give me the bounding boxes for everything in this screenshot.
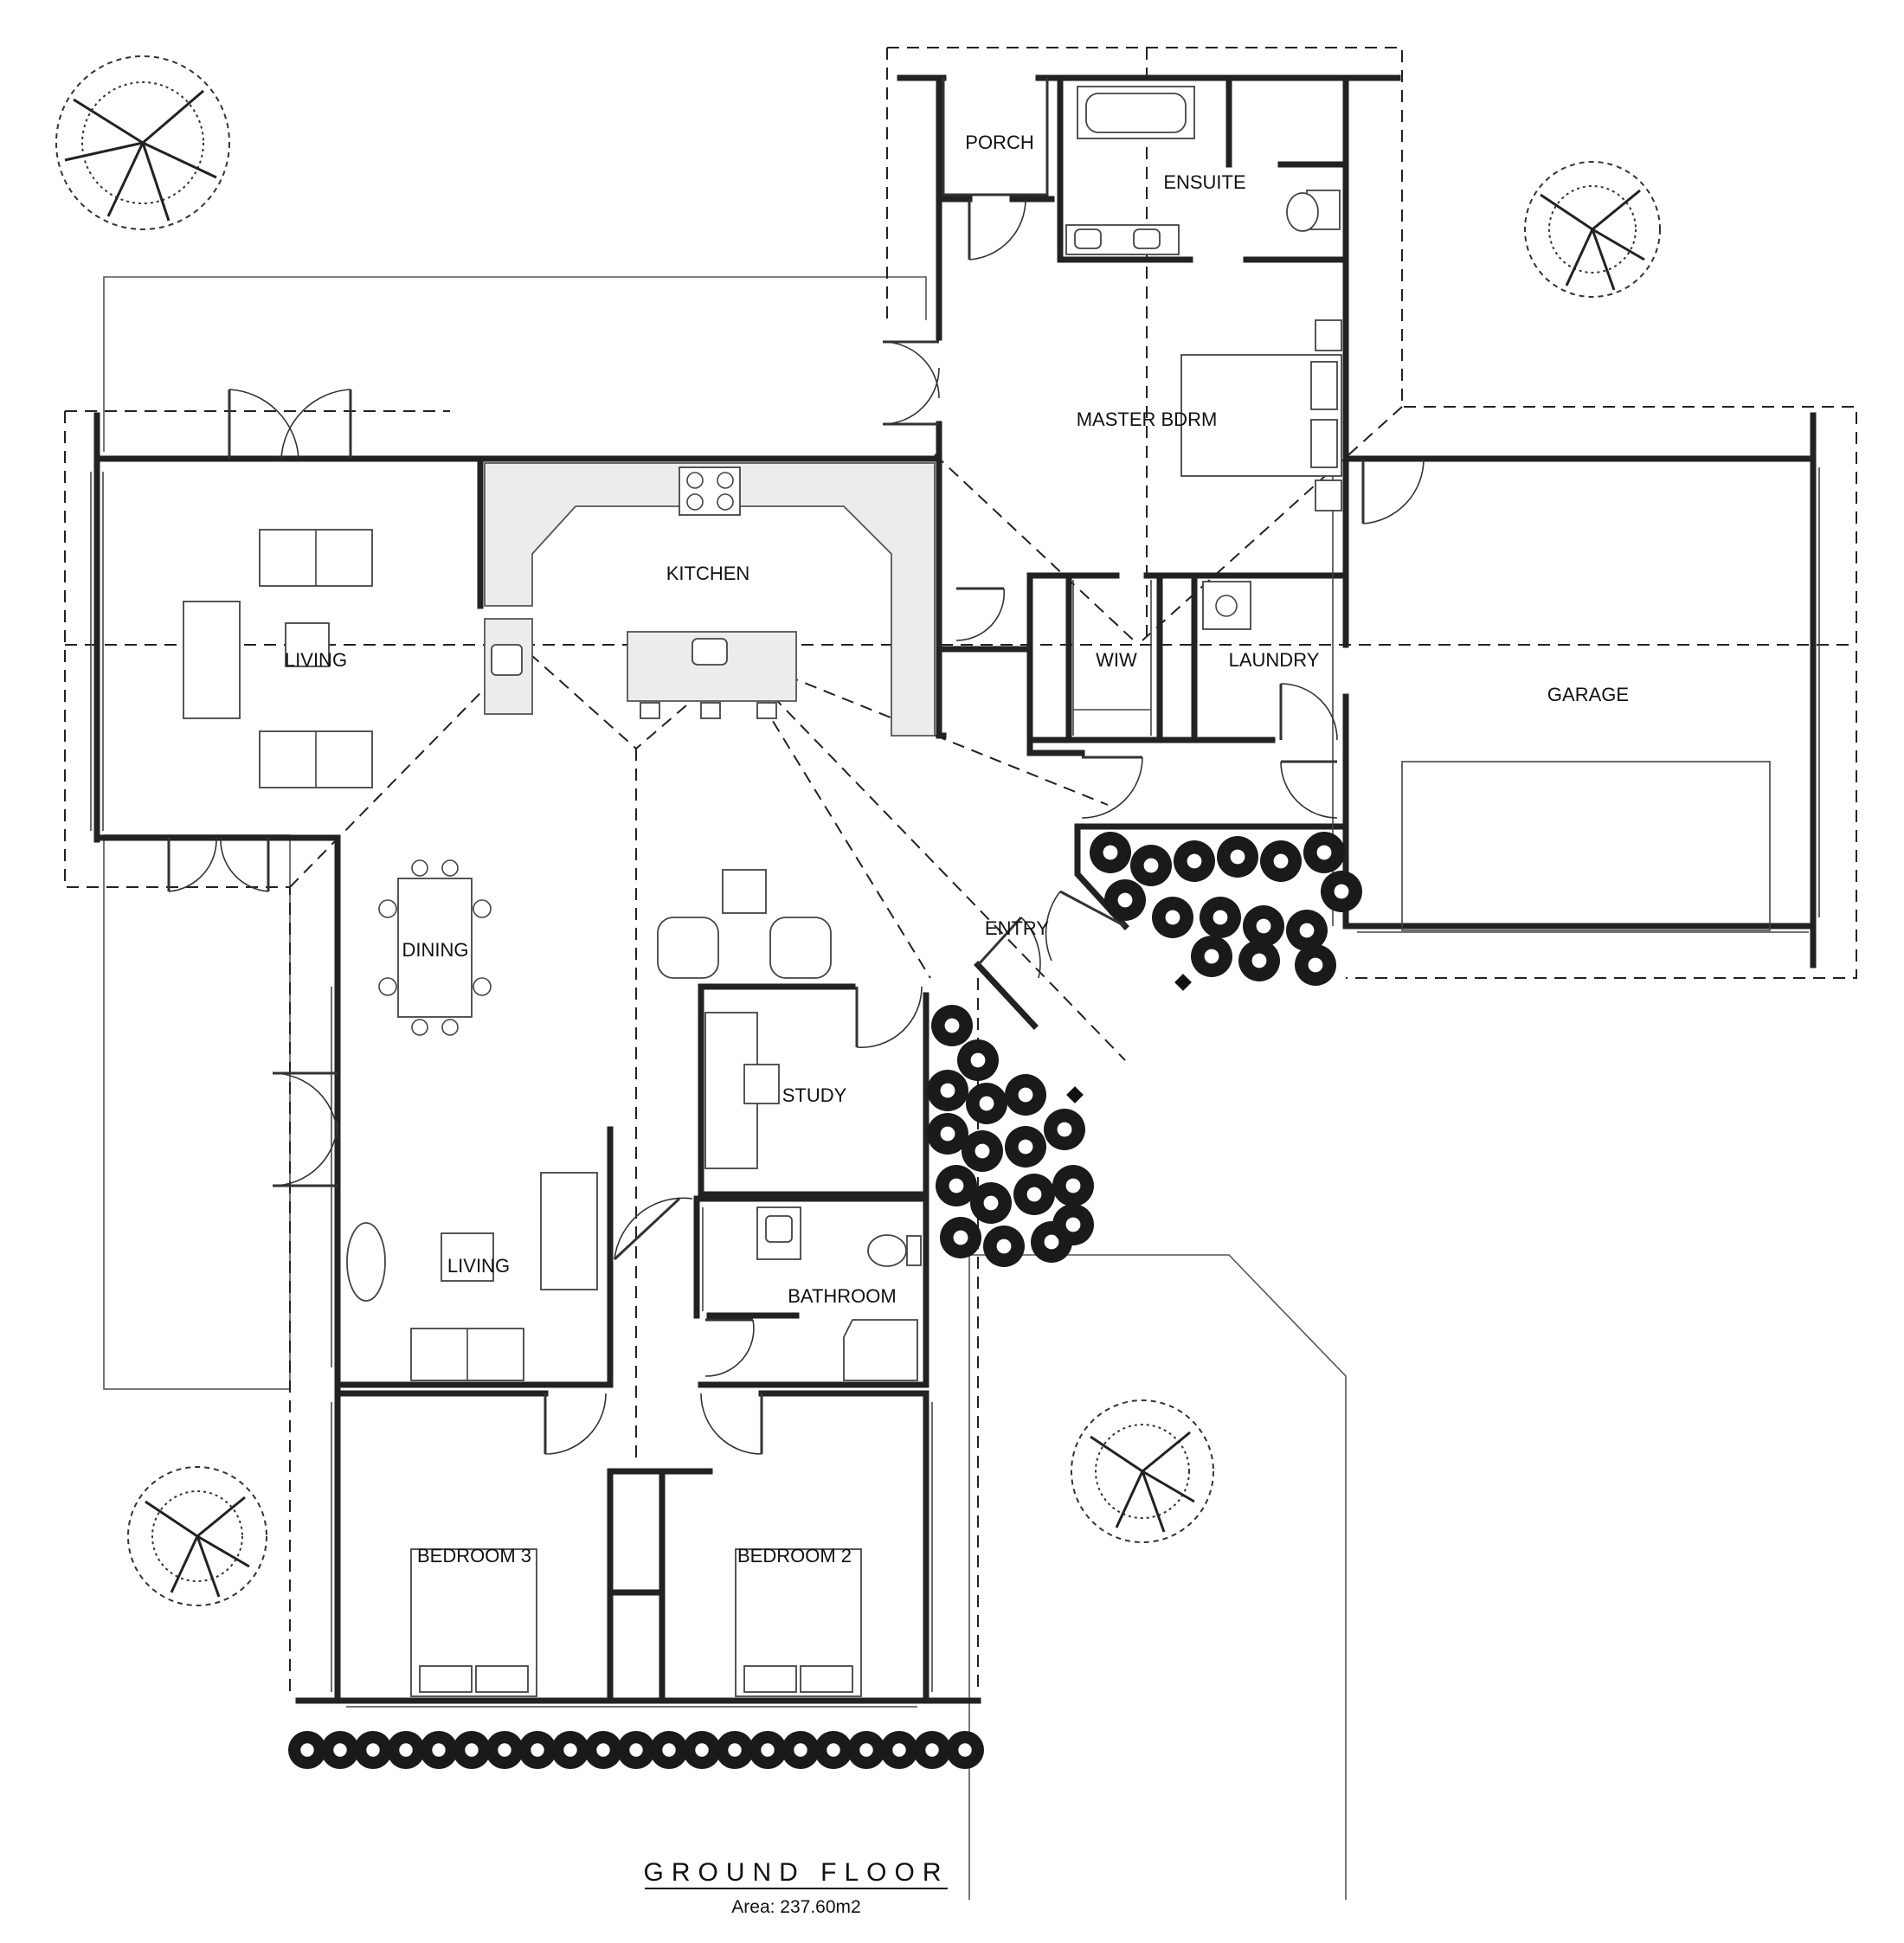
doors: [167, 198, 1425, 1455]
shrub-center: [1273, 853, 1289, 869]
title-block: GROUND FLOOR Area: 237.60m2: [643, 1858, 949, 1917]
entry-marker: [1066, 1086, 1084, 1103]
room-label-entry: ENTRY: [985, 917, 1049, 939]
shrub-center: [563, 1743, 577, 1757]
room-label-ensuite: ENSUITE: [1163, 171, 1245, 193]
shrub-center: [949, 1178, 964, 1193]
shrub-center: [1165, 910, 1180, 925]
outdoor-paving: [103, 276, 1347, 1900]
beds: [410, 319, 1771, 1697]
shrub-center: [970, 1052, 986, 1068]
kitchen-benches: [484, 462, 936, 737]
tree-icon: [127, 1466, 267, 1606]
shrub-center: [432, 1743, 446, 1757]
shrub-center: [940, 1126, 955, 1142]
shrub-center: [1143, 858, 1159, 873]
shrub-center: [1103, 845, 1118, 860]
shrub-center: [1018, 1139, 1033, 1155]
room-label-dining: DINING: [402, 939, 469, 961]
roof-outline: [64, 47, 1857, 1692]
shrub-center: [983, 1195, 999, 1211]
shrub-center: [399, 1743, 413, 1757]
shrub-center: [996, 1239, 1012, 1254]
room-label-wiw: WIW: [1096, 649, 1137, 671]
tree-icons: [55, 55, 1661, 1606]
shrub-center: [531, 1743, 544, 1757]
shrub-center: [366, 1743, 380, 1757]
room-label-living-lower: LIVING: [447, 1255, 510, 1277]
shrub-center: [827, 1743, 840, 1757]
bath-fixtures: [702, 86, 1341, 1381]
room-label-bathroom: BATHROOM: [788, 1285, 896, 1307]
plan-area: Area: 237.60m2: [731, 1897, 860, 1917]
entry-marker: [1174, 974, 1192, 991]
tree-icon: [55, 55, 230, 230]
shrub-center: [728, 1743, 742, 1757]
room-label-bedroom-3: BEDROOM 3: [417, 1545, 531, 1567]
shrub-center: [300, 1743, 314, 1757]
shrub-center: [975, 1143, 990, 1159]
shrub-center: [1334, 884, 1349, 899]
room-label-garage: GARAGE: [1547, 684, 1629, 705]
shrub-center: [940, 1083, 955, 1098]
shrub-center: [979, 1096, 994, 1111]
shrub-center: [333, 1743, 347, 1757]
shrub-center: [1230, 849, 1245, 865]
shrub-center: [925, 1743, 939, 1757]
shrub-center: [892, 1743, 906, 1757]
shrub-center: [953, 1230, 968, 1245]
shrub-center: [1057, 1122, 1072, 1137]
shrub-center: [662, 1743, 676, 1757]
room-label-living: LIVING: [285, 649, 347, 671]
shrub-center: [1026, 1187, 1042, 1202]
shrub-center: [695, 1743, 709, 1757]
shrub-center: [794, 1743, 807, 1757]
shrub-center: [944, 1018, 960, 1033]
walls: [93, 74, 1817, 1704]
shrub-center: [1316, 845, 1332, 860]
shrub-center: [1044, 1234, 1059, 1250]
shrub-center: [1117, 892, 1133, 908]
tree-icon: [1071, 1399, 1214, 1543]
room-label-bedroom-2: BEDROOM 2: [737, 1545, 852, 1567]
plan-title: GROUND FLOOR: [643, 1858, 949, 1887]
room-label-master-bdrm: MASTER BDRM: [1077, 409, 1218, 430]
shrub-center: [498, 1743, 511, 1757]
room-label-kitchen: KITCHEN: [666, 563, 750, 584]
shrub-center: [1213, 910, 1228, 925]
room-label-laundry: LAUNDRY: [1229, 649, 1320, 671]
shrub-center: [761, 1743, 775, 1757]
room-labels: PORCH ENSUITE MASTER BDRM KITCHEN LIVING…: [285, 132, 1629, 1567]
shrub-center: [958, 1743, 972, 1757]
shrub-planting: [288, 832, 1362, 1769]
shrub-center: [1308, 957, 1323, 973]
shrub-center: [465, 1743, 479, 1757]
shrub-center: [1299, 923, 1315, 938]
room-label-porch: PORCH: [965, 132, 1033, 153]
shrub-center: [1018, 1087, 1033, 1103]
shrub-center: [1065, 1217, 1081, 1232]
wardrobe-shelves: [1072, 580, 1152, 736]
tree-icon: [1524, 161, 1661, 298]
shrub-center: [1256, 918, 1271, 934]
shrub-center: [859, 1743, 873, 1757]
shrub-center: [1251, 953, 1267, 968]
shrub-center: [1065, 1178, 1081, 1193]
living-furniture: [183, 529, 832, 1381]
shrub-center: [1204, 949, 1219, 964]
room-label-study: STUDY: [782, 1084, 847, 1106]
shrub-center: [596, 1743, 610, 1757]
shrub-center: [1187, 853, 1202, 869]
shrub-center: [629, 1743, 643, 1757]
